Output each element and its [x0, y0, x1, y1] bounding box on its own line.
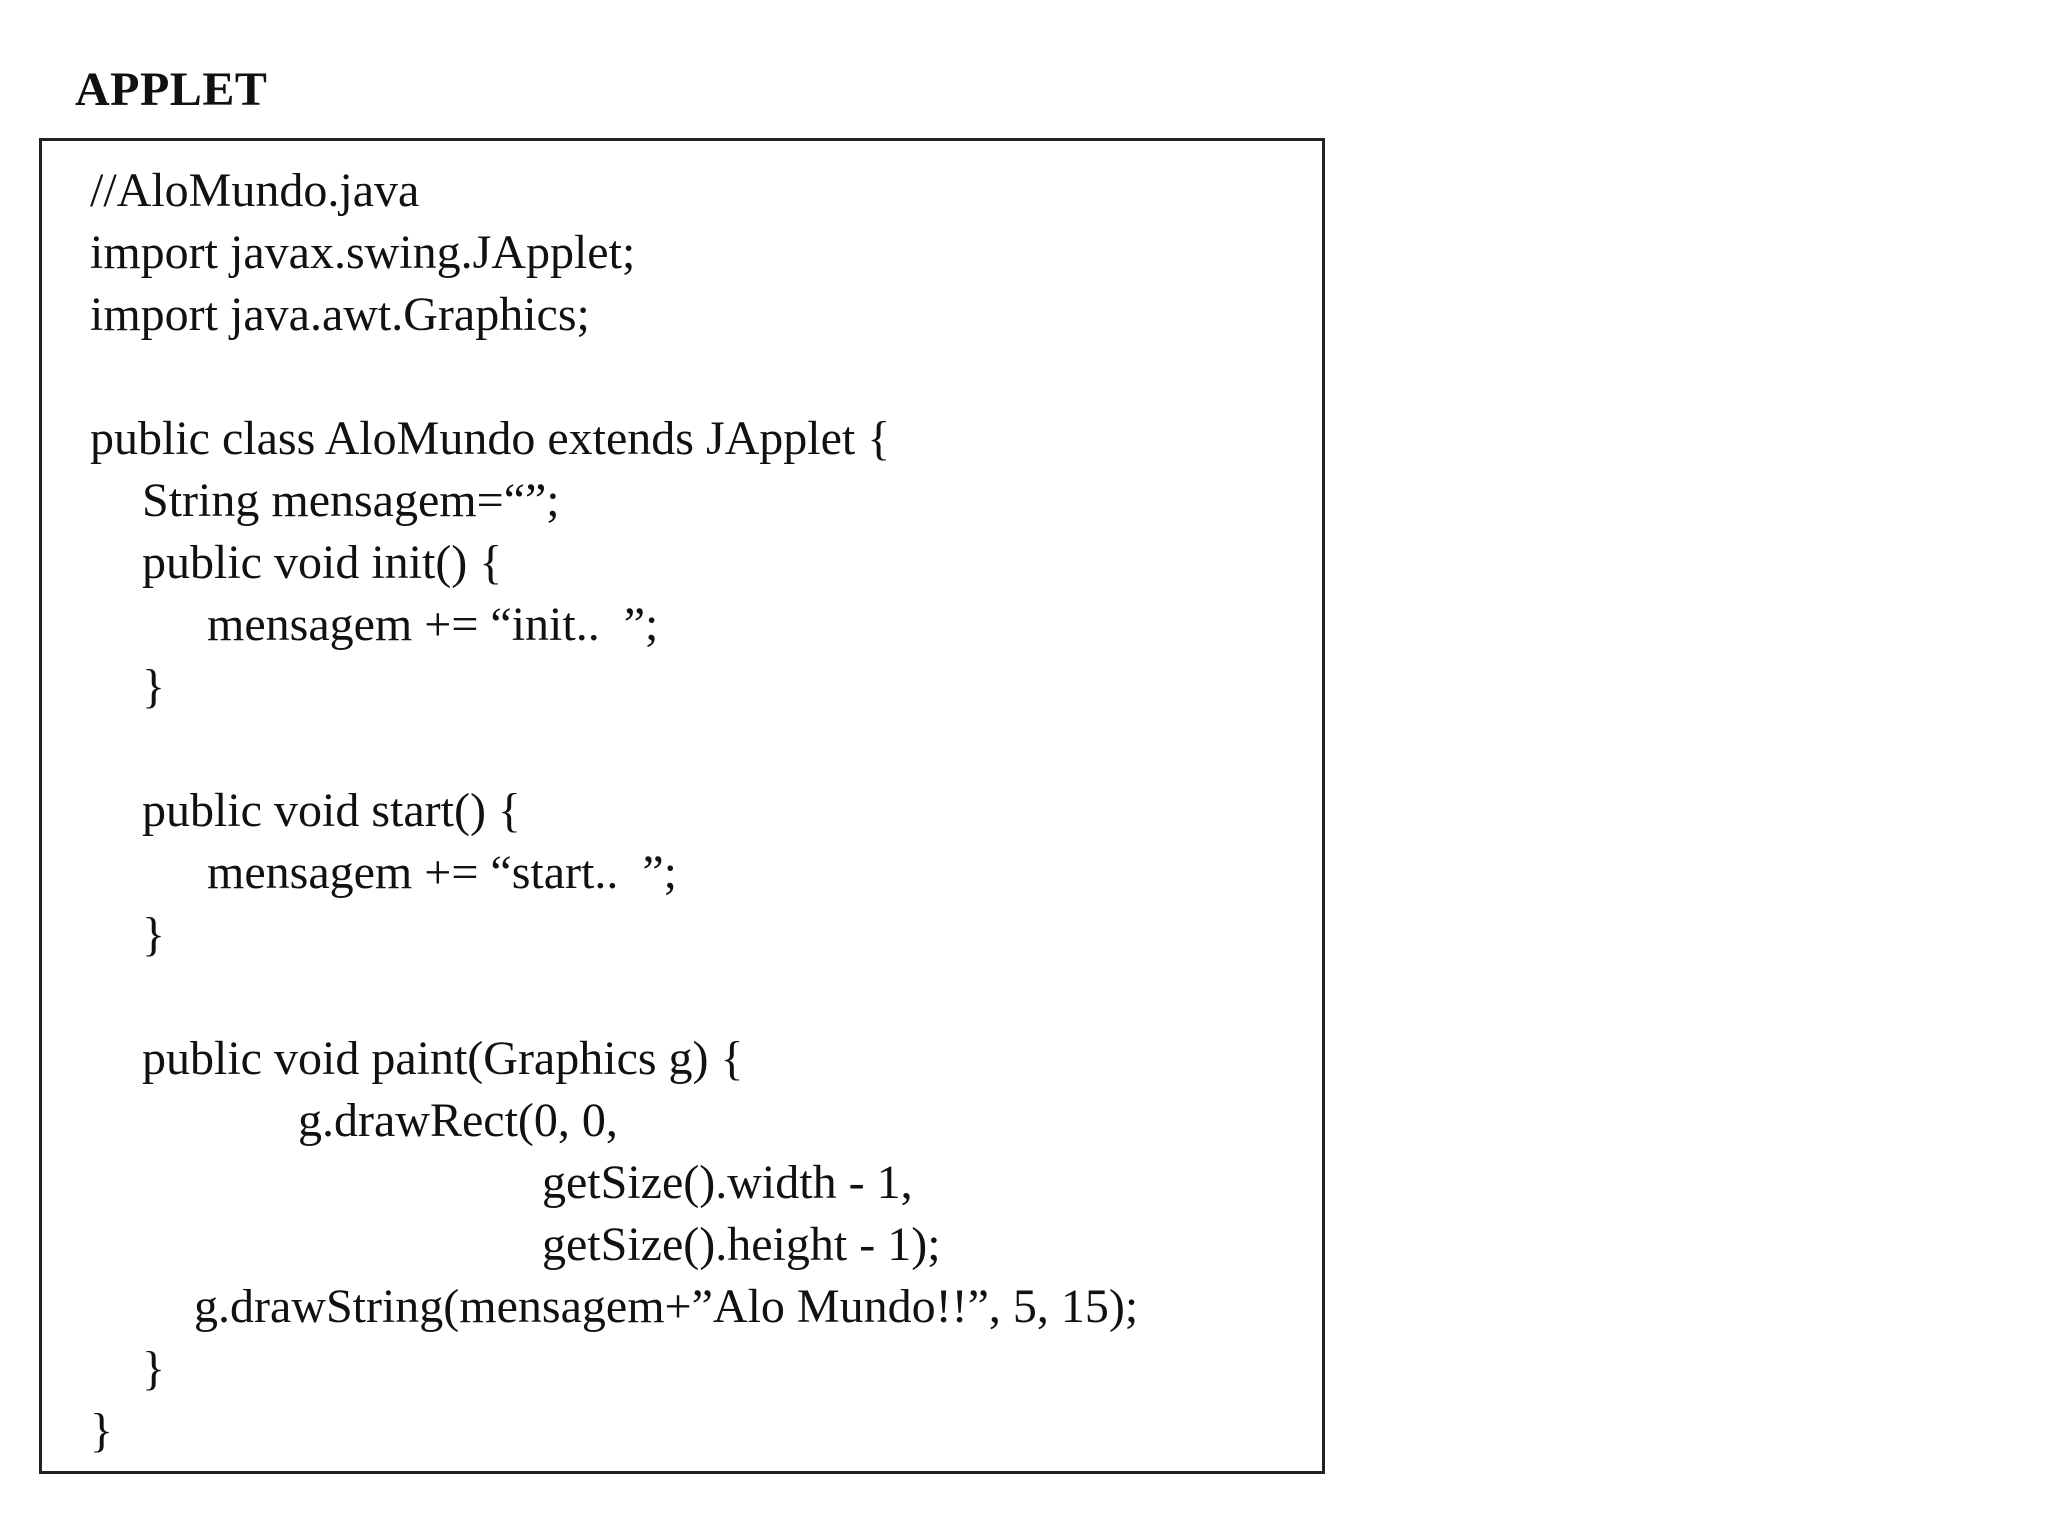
code-line: String mensagem=“”;	[142, 474, 560, 527]
code-box: //AloMundo.java import javax.swing.JAppl…	[39, 138, 1325, 1474]
code-line: getSize().height - 1);	[542, 1218, 941, 1271]
code-line: import java.awt.Graphics;	[90, 288, 590, 341]
code-line: }	[142, 660, 166, 713]
code-line: public void paint(Graphics g) {	[142, 1032, 744, 1085]
code-line: g.drawString(mensagem+”Alo Mundo!!”, 5, …	[194, 1280, 1139, 1333]
code-line: import javax.swing.JApplet;	[90, 226, 636, 279]
code-line: public class AloMundo extends JApplet {	[90, 412, 891, 465]
code-line: }	[142, 1342, 166, 1395]
code-line: public void start() {	[142, 784, 521, 837]
code-line: //AloMundo.java	[90, 164, 420, 217]
page-title: APPLET	[75, 63, 268, 116]
code-line: mensagem += “start.. ”;	[207, 846, 677, 899]
code-line: }	[142, 908, 166, 961]
code-line: getSize().width - 1,	[542, 1156, 913, 1209]
code-line: }	[90, 1404, 114, 1457]
code-line: g.drawRect(0, 0,	[298, 1094, 618, 1147]
code-line: mensagem += “init.. ”;	[207, 598, 659, 651]
code-line: public void init() {	[142, 536, 503, 589]
